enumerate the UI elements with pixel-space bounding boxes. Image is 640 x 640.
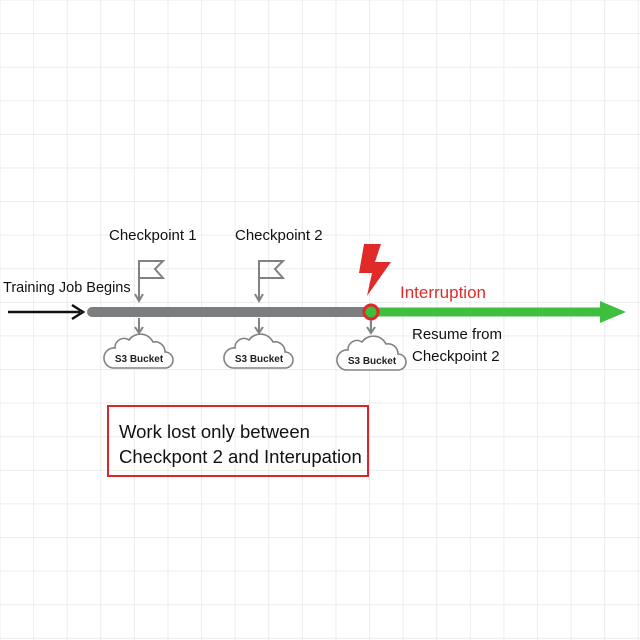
s3-bucket-label: S3 Bucket (348, 356, 397, 367)
lightning-bolt-icon (359, 244, 391, 296)
checkpoint-1-label: Checkpoint 1 (109, 227, 197, 244)
interruption-label: Interruption (400, 283, 486, 302)
s3-bucket-label: S3 Bucket (235, 354, 284, 365)
arrow-down-icon (254, 318, 264, 335)
timeline-resume-arrow (372, 301, 626, 323)
note-line-1: Work lost only between (119, 421, 310, 442)
cloud-icon (223, 333, 294, 369)
checkpoint-2-label: Checkpoint 2 (235, 227, 323, 244)
resume-label: Resume from Checkpoint 2 (412, 324, 502, 368)
start-arrow (8, 303, 86, 321)
flag-icon (134, 260, 166, 304)
interruption-marker (362, 303, 380, 321)
work-lost-note: Work lost only between Checkpont 2 and I… (107, 405, 369, 477)
resume-label-line-2: Checkpoint 2 (412, 348, 500, 365)
cloud-icon (103, 333, 174, 369)
arrow-down-icon (366, 320, 376, 335)
note-line-2: Checkpont 2 and Interupation (119, 446, 362, 467)
cloud-icon (336, 335, 407, 371)
resume-label-line-1: Resume from (412, 326, 503, 343)
start-label: Training Job Begins (3, 280, 131, 296)
flag-icon (254, 260, 286, 304)
s3-bucket-label: S3 Bucket (115, 354, 164, 365)
arrow-down-icon (134, 318, 144, 335)
